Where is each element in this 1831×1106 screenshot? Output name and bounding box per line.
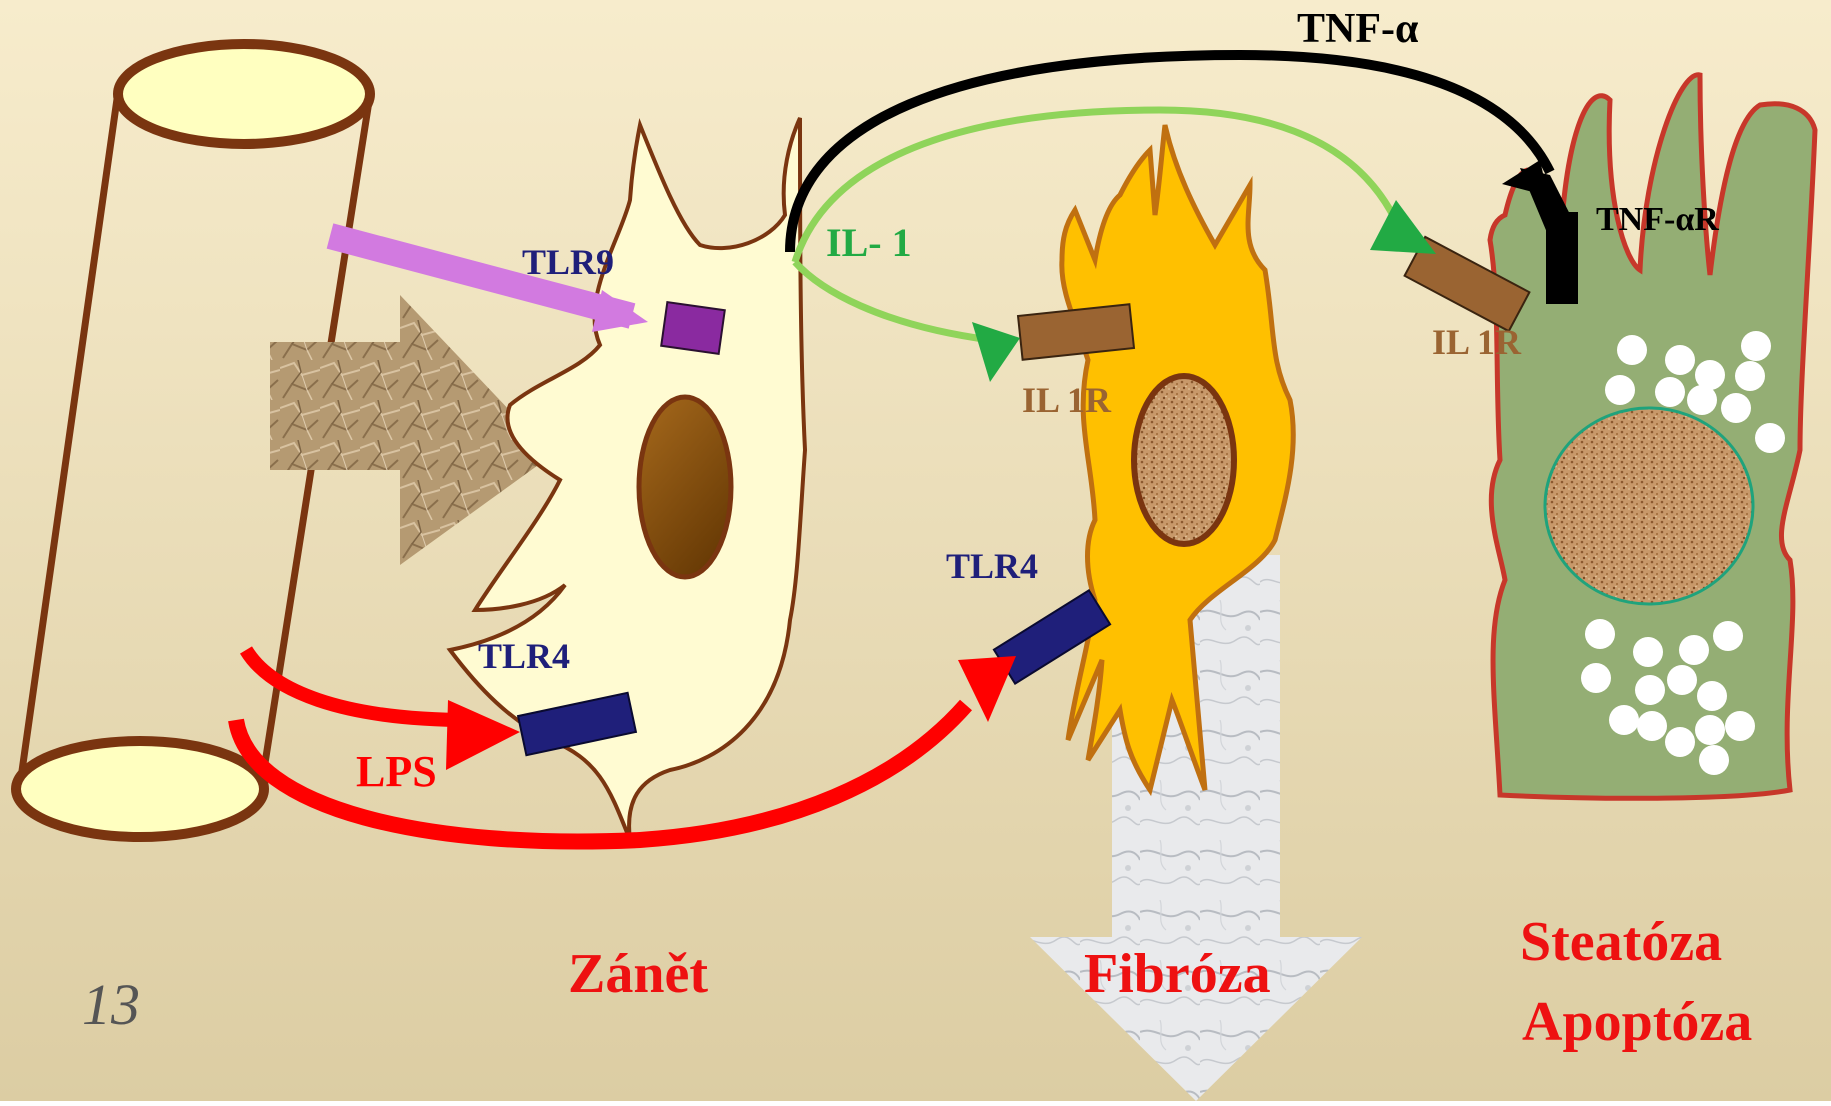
tnf-alpha-r-label: TNF-αR [1596, 201, 1719, 238]
caption-inflammation: Zánět [568, 943, 708, 1005]
il1r-hepatocyte-label: IL 1R [1432, 322, 1522, 362]
tlr9-receptor [661, 302, 725, 354]
caption-fibrosis: Fibróza [1084, 943, 1271, 1005]
tlr4-stellate-label: TLR4 [946, 546, 1038, 586]
il1r-stellate-label: IL 1R [1022, 380, 1112, 420]
tnf-alpha-label: TNF-α [1297, 6, 1419, 52]
lps-label: LPS [356, 747, 437, 796]
tlr4-kupffer-label: TLR4 [478, 636, 570, 676]
page-number: 13 [82, 972, 140, 1037]
tlr9-label: TLR9 [522, 242, 614, 282]
caption-steatosis: Steatóza [1520, 911, 1722, 973]
il1-label: IL- 1 [826, 220, 912, 265]
caption-apoptosis: Apoptóza [1522, 991, 1752, 1053]
